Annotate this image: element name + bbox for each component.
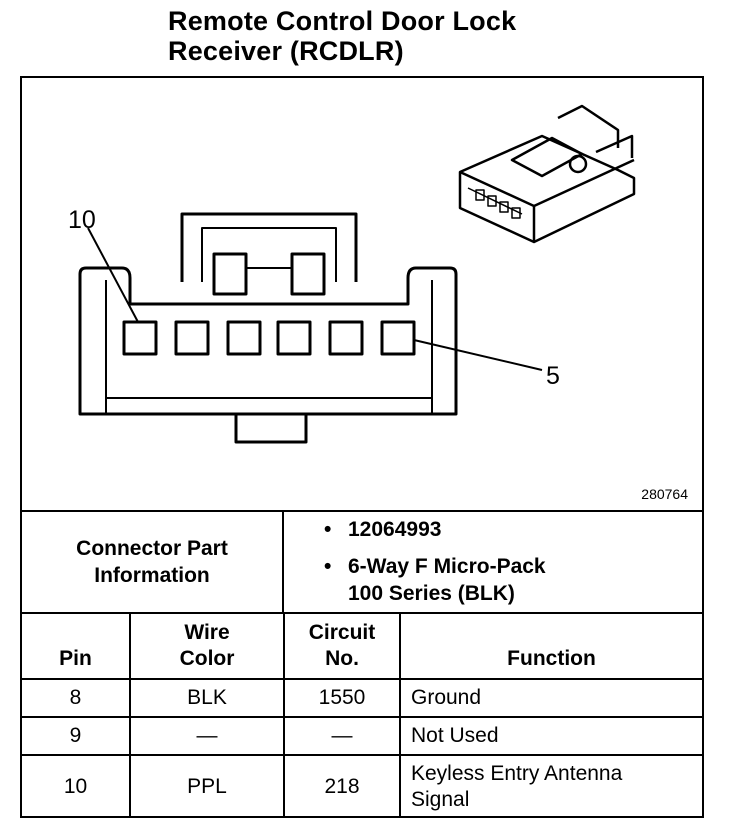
description-item: • 6-Way F Micro-Pack 100 Series (BLK) [324, 553, 546, 607]
pin-cavity-7 [276, 320, 312, 356]
table-row: 10 PPL 218 Keyless Entry Antenna Signal [22, 754, 702, 817]
connector-3d-illustration [458, 104, 636, 244]
circuit-cell: 1550 [283, 678, 401, 718]
connector-latch [180, 212, 358, 282]
wire-color-cell: — [129, 716, 285, 756]
function-cell: Not Used [399, 716, 702, 756]
pin-label-10: 10 [68, 206, 96, 234]
pin-table: Pin Wire Color Circuit No. Function 8 BL… [22, 612, 702, 817]
bullet-icon: • [324, 555, 332, 578]
pin-cavity-5 [380, 320, 416, 356]
header-wire-color: Wire Color [129, 612, 285, 680]
connector-info-label-line-1: Connector Part [76, 537, 228, 560]
function-cell: Keyless Entry Antenna Signal [399, 754, 702, 817]
pin-label-5: 5 [546, 362, 560, 390]
reference-number: 280764 [641, 486, 688, 502]
connector-info-label-line-2: Information [94, 564, 210, 587]
connector-frame: 10 5 280764 Connector Part Information •… [20, 76, 704, 818]
title-line-2: Receiver (RCDLR) [168, 36, 404, 66]
circuit-cell: — [283, 716, 401, 756]
connector-info-values: • 12064993 • 6-Way F Micro-Pack 100 Seri… [324, 516, 546, 607]
connector-info-label: Connector Part Information [22, 512, 284, 612]
circuit-cell: 218 [283, 754, 401, 817]
pin-cavity-8 [226, 320, 262, 356]
latch-tab-right [290, 252, 326, 296]
pin-table-header: Pin Wire Color Circuit No. Function [22, 612, 702, 680]
latch-tab-left [212, 252, 248, 296]
connector-body [78, 266, 458, 416]
pin-cavity-6 [328, 320, 364, 356]
function-cell: Ground [399, 678, 702, 718]
leader-line-pin-5 [413, 339, 543, 371]
title-line-1: Remote Control Door Lock [168, 6, 517, 36]
pin-cell: 9 [22, 716, 131, 756]
header-function: Function [399, 612, 702, 680]
part-number-item: • 12064993 [324, 516, 546, 543]
wire-color-cell: BLK [129, 678, 285, 718]
pin-cavity-9 [174, 320, 210, 356]
part-number: 12064993 [348, 518, 442, 541]
connector-bottom-tab [234, 414, 308, 444]
description-line-1: 6-Way F Micro-Pack [348, 555, 546, 578]
header-pin: Pin [22, 612, 131, 680]
description-line-2: 100 Series (BLK) [348, 582, 515, 605]
connector-info-row: Connector Part Information • 12064993 • … [22, 510, 702, 612]
connector-diagram: 10 5 [68, 104, 636, 444]
page-title: Remote Control Door Lock Receiver (RCDLR… [168, 6, 516, 66]
pin-cavity-10 [122, 320, 158, 356]
bullet-icon: • [324, 518, 332, 541]
table-row: 9 — — Not Used [22, 716, 702, 756]
leader-line-pin-10 [87, 227, 139, 323]
wire-color-cell: PPL [129, 754, 285, 817]
header-circuit: Circuit No. [283, 612, 401, 680]
pin-cell: 8 [22, 678, 131, 718]
pin-cell: 10 [22, 754, 131, 817]
table-row: 8 BLK 1550 Ground [22, 678, 702, 718]
